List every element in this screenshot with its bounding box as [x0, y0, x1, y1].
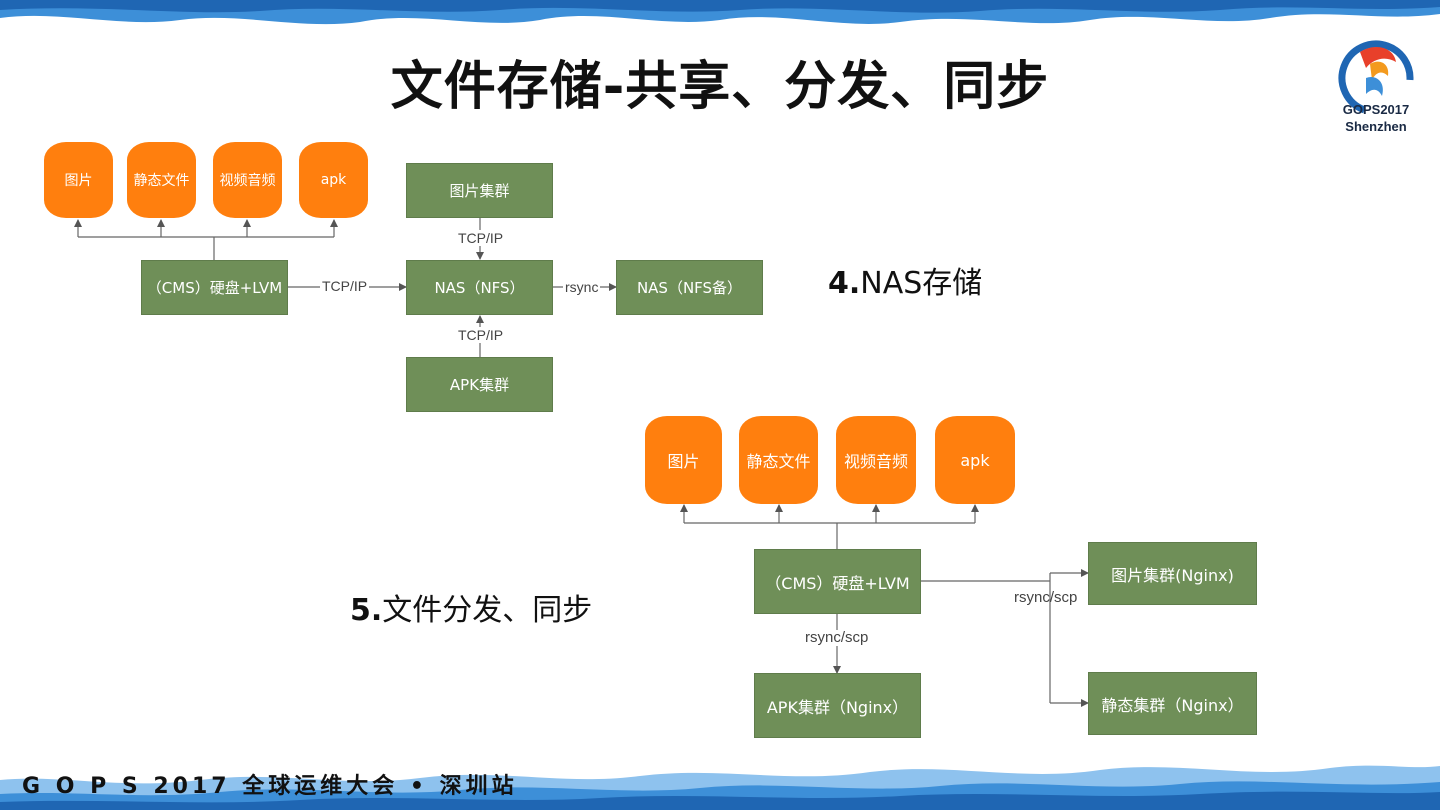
- dist-file-static: 静态文件: [739, 416, 818, 504]
- edge-label-cms-apk: rsync/scp: [803, 629, 871, 646]
- nas-file-image: 图片: [44, 142, 113, 218]
- nas-section-number: 4.: [828, 266, 861, 301]
- dist-section-label: 5.文件分发、同步: [350, 585, 592, 629]
- nas-file-apk: apk: [299, 142, 368, 218]
- edge-label-image-nas: TCP/IP: [456, 230, 506, 246]
- nas-image-cluster-node: 图片集群: [406, 163, 553, 218]
- nas-file-static: 静态文件: [127, 142, 196, 218]
- nas-cms-node: （CMS）硬盘+LVM: [141, 260, 288, 315]
- dist-static-cluster-node: 静态集群（Nginx）: [1088, 672, 1257, 735]
- logo-text-line1: GOPS2017: [1342, 102, 1410, 117]
- nas-node: NAS（NFS）: [406, 260, 553, 315]
- dist-file-image: 图片: [645, 416, 722, 504]
- nas-section-label: 4.NAS存储: [828, 258, 982, 302]
- nas-backup-node: NAS（NFS备）: [616, 260, 763, 315]
- edge-label-cms-nas: TCP/IP: [320, 278, 370, 294]
- dist-apk-cluster-node: APK集群（Nginx）: [754, 673, 921, 738]
- dist-image-cluster-node: 图片集群(Nginx): [1088, 542, 1257, 605]
- logo-text-line2: Shenzhen: [1345, 119, 1407, 134]
- bottom-banner-decoration: [0, 765, 1440, 810]
- dist-file-media: 视频音频: [836, 416, 916, 504]
- nas-file-media: 视频音频: [213, 142, 282, 218]
- dist-cms-node: （CMS）硬盘+LVM: [754, 549, 921, 614]
- dist-section-text: 文件分发、同步: [382, 593, 593, 628]
- nas-section-text: NAS存储: [860, 266, 983, 301]
- edge-label-cms-right: rsync/scp: [1014, 589, 1078, 606]
- nas-apk-cluster-node: APK集群: [406, 357, 553, 412]
- top-banner-decoration: [0, 0, 1440, 34]
- slide-title: 文件存储-共享、分发、同步: [390, 57, 1050, 117]
- edge-label-nas-backup: rsync: [563, 279, 601, 295]
- dist-section-number: 5.: [350, 593, 383, 628]
- edge-label-apk-nas: TCP/IP: [456, 327, 506, 343]
- gops-logo-icon: [1338, 40, 1414, 116]
- footer-event-name: G O P S 2017 全球运维大会 • 深圳站: [22, 774, 518, 799]
- dist-file-apk: apk: [935, 416, 1015, 504]
